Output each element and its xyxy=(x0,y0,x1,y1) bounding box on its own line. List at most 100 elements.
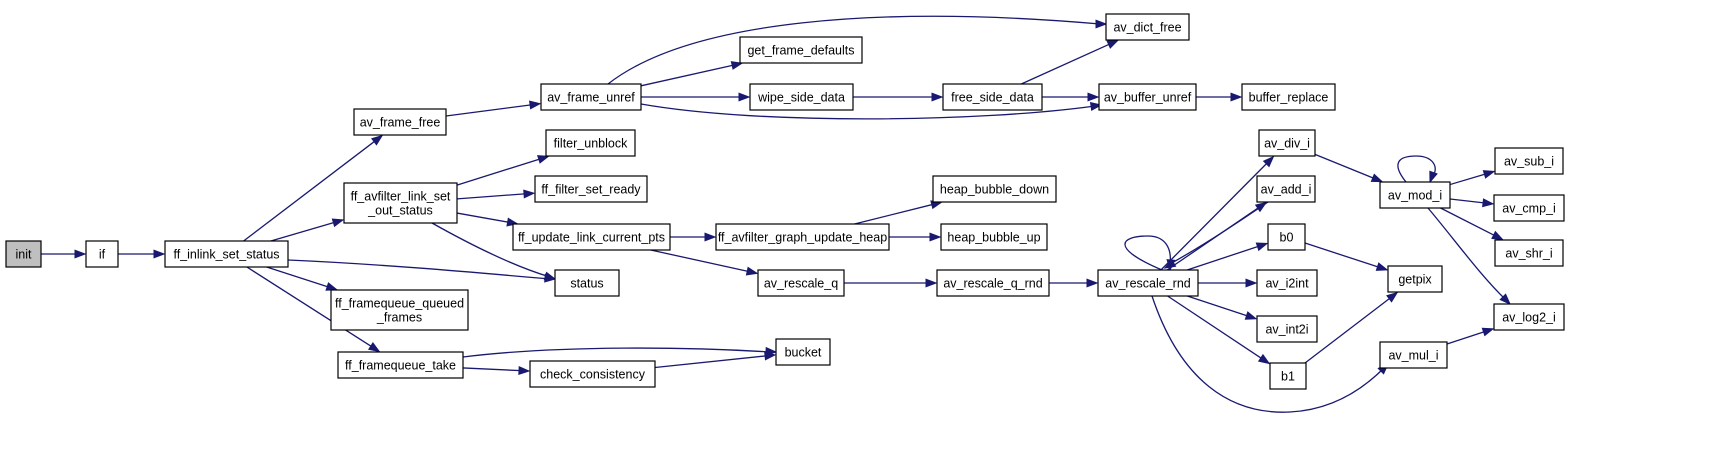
node-label: av_buffer_unref xyxy=(1104,91,1192,105)
node-label: ff_update_link_current_pts xyxy=(518,231,665,245)
edge-free_side_data-to-av_buffer_unref xyxy=(1042,92,1100,102)
node-filter-unblock[interactable]: filter_unblock xyxy=(545,129,636,157)
node-heap-bubble-down[interactable]: heap_bubble_down xyxy=(932,175,1057,203)
edge-av_add_i-to-av_rescale_rnd xyxy=(1163,201,1269,269)
node-ff-filter-set-ready[interactable]: ff_filter_set_ready xyxy=(534,175,648,203)
edge-ff_update_link_current_pts-to-av_rescale_q xyxy=(650,249,759,276)
node-label: av_div_i xyxy=(1264,137,1310,151)
edge-wipe_side_data-to-free_side_data xyxy=(853,92,944,102)
node-av-rescale-rnd[interactable]: av_rescale_rnd xyxy=(1097,269,1199,297)
node-label: bucket xyxy=(785,346,822,360)
edge-ff_update_link_current_pts-to-ff_avfilter_graph_update_heap xyxy=(670,232,717,242)
node-b0[interactable]: b0 xyxy=(1267,223,1306,251)
node-av-i2int[interactable]: av_i2int xyxy=(1256,269,1318,297)
node-label: av_sub_i xyxy=(1504,155,1554,169)
node-label: av_rescale_rnd xyxy=(1105,277,1191,291)
edge-av_frame_unref-to-av_buffer_unref xyxy=(640,101,1103,120)
edge-b1-to-getpix xyxy=(1304,291,1399,364)
edge-ff_avfilter_link_set_out_status-to-ff_update_link_current_pts xyxy=(456,212,519,227)
edge-ff_inlink_set_status-to-ff_framequeue_take xyxy=(246,266,381,353)
node-ff-update-link-current-pts[interactable]: ff_update_link_current_pts xyxy=(512,223,671,251)
node-av-buffer-unref[interactable]: av_buffer_unref xyxy=(1098,83,1197,111)
node-av-mod-i[interactable]: av_mod_i xyxy=(1379,181,1451,209)
node-label: ff_framequeue_take xyxy=(345,359,456,373)
edge-av_rescale_rnd-to-b0 xyxy=(1186,242,1269,271)
node-av-dict-free[interactable]: av_dict_free xyxy=(1105,13,1190,41)
node-label: ff_inlink_set_status xyxy=(173,248,279,262)
node-label: heap_bubble_down xyxy=(940,183,1049,197)
node-label: heap_bubble_up xyxy=(947,231,1040,245)
edge-ff_avfilter_link_set_out_status-to-ff_filter_set_ready xyxy=(456,189,536,200)
edge-av_rescale_rnd-to-b1 xyxy=(1167,295,1271,365)
node-label: free_side_data xyxy=(951,91,1034,105)
node-av-mul-i[interactable]: av_mul_i xyxy=(1379,341,1448,369)
node-b1[interactable]: b1 xyxy=(1269,362,1307,390)
edge-av_mod_i-to-av_log2_i xyxy=(1427,207,1511,305)
node-free-side-data[interactable]: free_side_data xyxy=(942,83,1043,111)
edge-ff_framequeue_take-to-bucket xyxy=(462,346,778,358)
node-av-frame-unref[interactable]: av_frame_unref xyxy=(540,83,642,111)
node-av-sub-i[interactable]: av_sub_i xyxy=(1494,147,1564,175)
node-label: buffer_replace xyxy=(1249,91,1329,105)
node-label: b1 xyxy=(1281,370,1295,384)
node-av-div-i[interactable]: av_div_i xyxy=(1258,129,1316,157)
edge-av_mul_i-to-av_log2_i xyxy=(1446,327,1495,345)
edge-init-to-if xyxy=(41,249,87,259)
node-label: ff_framequeue_queued xyxy=(335,297,464,311)
node-av-shr-i[interactable]: av_shr_i xyxy=(1494,239,1564,267)
node-av-frame-free[interactable]: av_frame_free xyxy=(353,108,447,136)
node-label: av_rescale_q_rnd xyxy=(943,277,1042,291)
node-label: get_frame_defaults xyxy=(747,44,854,58)
edge-av_rescale_q-to-av_rescale_q_rnd xyxy=(844,278,938,288)
node-ff-avfilter-link-set-out-status[interactable]: ff_avfilter_link_set_out_status xyxy=(343,182,458,224)
edge-av_rescale_q_rnd-to-av_rescale_rnd xyxy=(1049,278,1099,288)
edge-av_mod_i-to-av_sub_i xyxy=(1449,170,1496,186)
edge-ff_inlink_set_status-to-status xyxy=(287,259,557,283)
node-wipe-side-data[interactable]: wipe_side_data xyxy=(749,83,854,111)
node-av-add-i[interactable]: av_add_i xyxy=(1256,175,1316,203)
node-av-rescale-q[interactable]: av_rescale_q xyxy=(757,269,845,297)
edge-av_mod_i-to-av_mod_i xyxy=(1397,155,1438,184)
node-if[interactable]: if xyxy=(85,240,119,268)
node-label: av_shr_i xyxy=(1505,247,1552,261)
node-status[interactable]: status xyxy=(554,269,620,297)
node-label: if xyxy=(99,248,106,262)
node-label: av_frame_unref xyxy=(547,91,635,105)
edge-ff_avfilter_graph_update_heap-to-heap_bubble_down xyxy=(854,200,943,225)
edge-av_frame_unref-to-wipe_side_data xyxy=(641,92,751,102)
node-label: av_rescale_q xyxy=(764,277,838,291)
node-av-int2i[interactable]: av_int2i xyxy=(1256,315,1318,343)
node-av-rescale-q-rnd[interactable]: av_rescale_q_rnd xyxy=(936,269,1050,297)
node-label: check_consistency xyxy=(540,368,646,382)
node-buffer-replace[interactable]: buffer_replace xyxy=(1241,83,1336,111)
node-label: av_mod_i xyxy=(1388,189,1442,203)
node-label: av_mul_i xyxy=(1388,349,1438,363)
edge-av_mod_i-to-av_cmp_i xyxy=(1449,198,1495,208)
edge-av_frame_unref-to-get_frame_defaults xyxy=(640,61,744,87)
node-init[interactable]: init xyxy=(5,240,42,268)
edge-ff_inlink_set_status-to-av_frame_free xyxy=(243,134,384,242)
edge-ff_avfilter_link_set_out_status-to-filter_unblock xyxy=(456,155,550,186)
edge-av_rescale_rnd-to-av_i2int xyxy=(1198,278,1258,288)
node-ff-framequeue-queued-frames[interactable]: ff_framequeue_queued_frames xyxy=(330,289,469,331)
edge-check_consistency-to-bucket xyxy=(654,351,777,369)
node-ff-avfilter-graph-update-heap[interactable]: ff_avfilter_graph_update_heap xyxy=(715,223,890,251)
node-ff-framequeue-take[interactable]: ff_framequeue_take xyxy=(337,351,464,379)
node-label: ff_avfilter_link_set xyxy=(351,190,451,204)
node-label: init xyxy=(16,248,33,262)
node-check-consistency[interactable]: check_consistency xyxy=(529,360,656,388)
node-ff-inlink-set-status[interactable]: ff_inlink_set_status xyxy=(164,240,289,268)
edge-ff_avfilter_link_set_out_status-to-status xyxy=(431,222,557,281)
edge-av_buffer_unref-to-buffer_replace xyxy=(1196,92,1243,102)
node-av-cmp-i[interactable]: av_cmp_i xyxy=(1493,194,1565,222)
edge-av_rescale_rnd-to-av_mul_i xyxy=(1151,295,1389,413)
node-label: wipe_side_data xyxy=(757,91,845,105)
node-heap-bubble-up[interactable]: heap_bubble_up xyxy=(940,223,1048,251)
node-av-log2-i[interactable]: av_log2_i xyxy=(1493,303,1565,331)
node-get-frame-defaults[interactable]: get_frame_defaults xyxy=(739,36,863,64)
node-getpix[interactable]: getpix xyxy=(1387,265,1443,293)
node-label: av_int2i xyxy=(1265,323,1308,337)
node-bucket[interactable]: bucket xyxy=(775,338,831,366)
edge-av_frame_free-to-av_frame_unref xyxy=(445,100,542,117)
node-label: getpix xyxy=(1398,273,1432,287)
